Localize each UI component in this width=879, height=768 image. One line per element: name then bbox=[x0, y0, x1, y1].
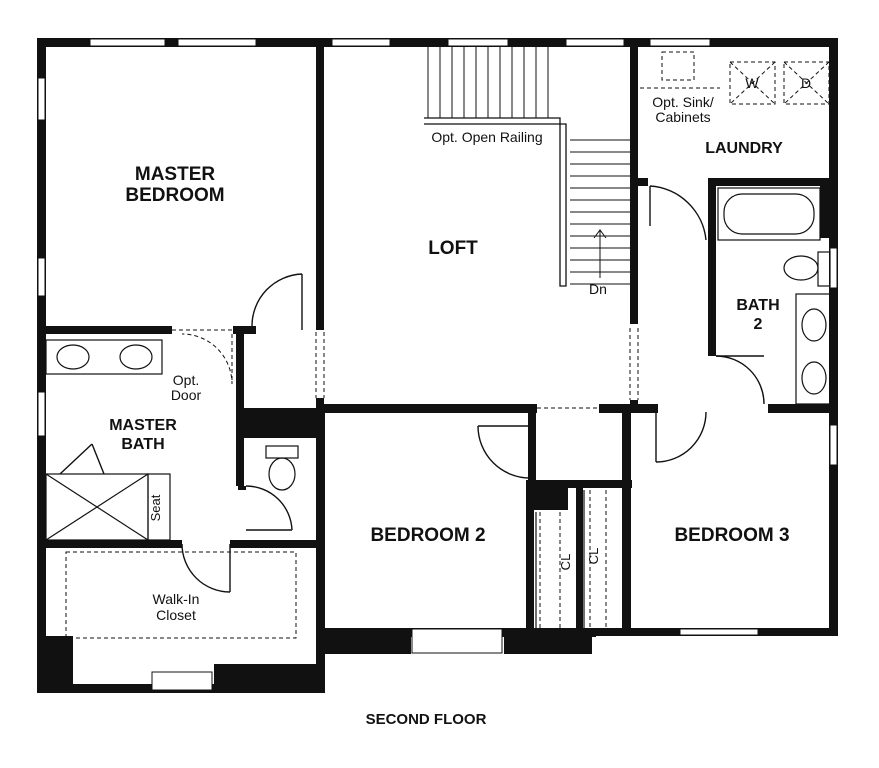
washer-note: W bbox=[745, 75, 759, 91]
opt-door-note-line1: Opt. bbox=[173, 372, 199, 388]
bedroom3-label: BEDROOM 3 bbox=[674, 525, 789, 546]
interior-walls bbox=[37, 46, 838, 636]
laundry-label: LAUNDRY bbox=[705, 140, 783, 157]
shower-seat-note: Seat bbox=[148, 494, 163, 521]
closet-a-note: CL bbox=[558, 554, 573, 571]
master-bedroom-label-line1: MASTER bbox=[135, 164, 216, 185]
master-bath-label-line1: MASTER bbox=[109, 417, 177, 434]
windows bbox=[37, 38, 838, 691]
fixtures bbox=[45, 187, 831, 628]
bath2-label-line1: BATH bbox=[736, 297, 779, 314]
master-bath-label-line2: BATH bbox=[121, 436, 164, 453]
walk-in-closet-label-line1: Walk-In bbox=[153, 591, 200, 607]
dryer-note: D bbox=[801, 75, 811, 91]
master-bedroom-label-line2: BEDROOM bbox=[125, 185, 224, 206]
bath2-label-line2: 2 bbox=[754, 316, 763, 333]
note-labels: Opt. Open Railing Opt. Sink/ Cabinets Op… bbox=[148, 75, 811, 570]
room-labels: MASTER BEDROOM LOFT LAUNDRY BATH 2 MASTE… bbox=[109, 140, 789, 623]
opt-sink-note-line1: Opt. Sink/ bbox=[652, 94, 714, 110]
floor-title: SECOND FLOOR bbox=[366, 711, 487, 728]
staircase bbox=[424, 46, 630, 287]
doors bbox=[59, 185, 765, 593]
dashed-openings bbox=[65, 51, 830, 639]
opt-door-note-line2: Door bbox=[171, 387, 202, 403]
opt-sink-note-line2: Cabinets bbox=[655, 109, 710, 125]
bedroom2-label: BEDROOM 2 bbox=[370, 525, 485, 546]
walk-in-closet-label-line2: Closet bbox=[156, 607, 196, 623]
closet-b-note: CL bbox=[586, 548, 601, 565]
opt-open-railing-note: Opt. Open Railing bbox=[431, 129, 542, 145]
loft-label: LOFT bbox=[428, 238, 478, 259]
stairs-down-note: Dn bbox=[589, 281, 607, 297]
